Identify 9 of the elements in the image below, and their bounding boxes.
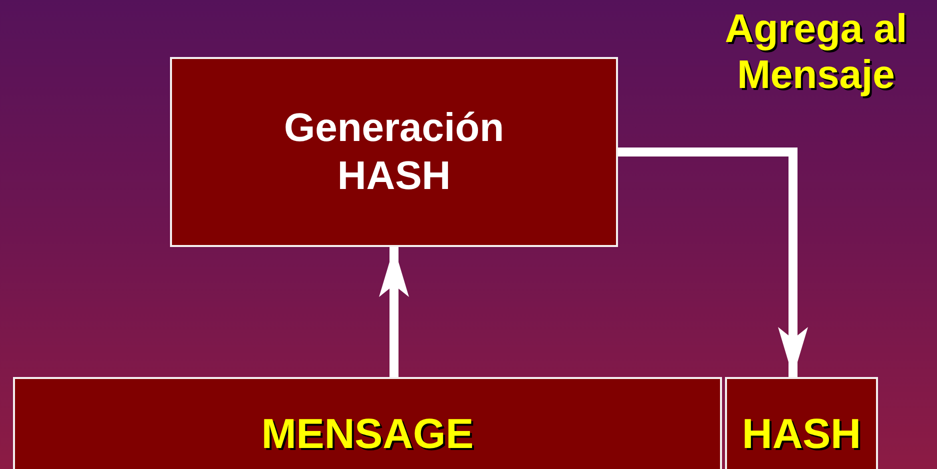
data-box xyxy=(725,377,878,469)
box-label: MENSAGE xyxy=(261,409,474,459)
note-text: Agrega al Mensaje xyxy=(724,6,908,98)
process-box xyxy=(170,57,618,247)
arrow xyxy=(379,247,409,377)
box-label: HASH xyxy=(742,409,861,459)
arrow xyxy=(618,148,808,377)
data-box xyxy=(13,377,722,469)
box-label: Generación HASH xyxy=(282,105,506,200)
